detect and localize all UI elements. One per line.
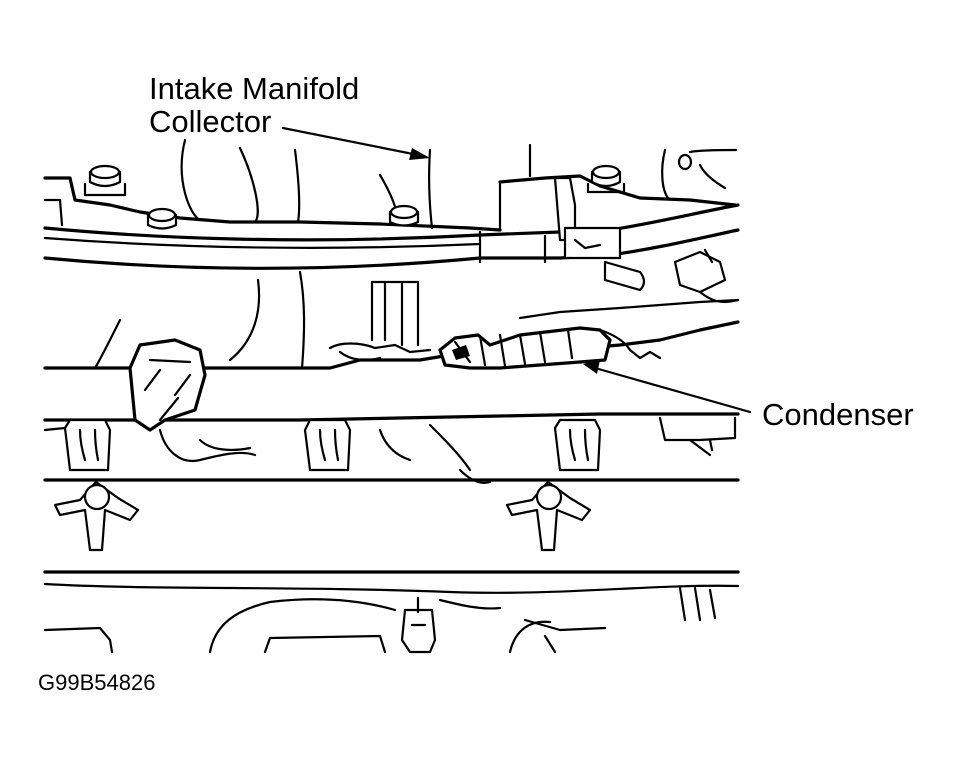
fuel-injectors	[43, 416, 737, 484]
intake-manifold-collector	[43, 138, 738, 370]
intake-label-line2: Collector	[149, 104, 272, 140]
collector-bolts	[83, 164, 626, 230]
fuel-pipe	[43, 176, 740, 304]
intake-label-line1: Intake Manifold	[149, 71, 360, 106]
mid-body	[43, 280, 740, 432]
cylinder-head	[43, 478, 740, 654]
condenser-label: Condenser	[762, 397, 914, 432]
figure-id: G99B54826	[38, 670, 156, 695]
leader-intake	[281, 126, 430, 160]
intake-manifold-collector-label: Intake Manifold Collector	[149, 72, 359, 139]
leader-condenser	[583, 360, 752, 414]
condenser	[438, 326, 662, 370]
